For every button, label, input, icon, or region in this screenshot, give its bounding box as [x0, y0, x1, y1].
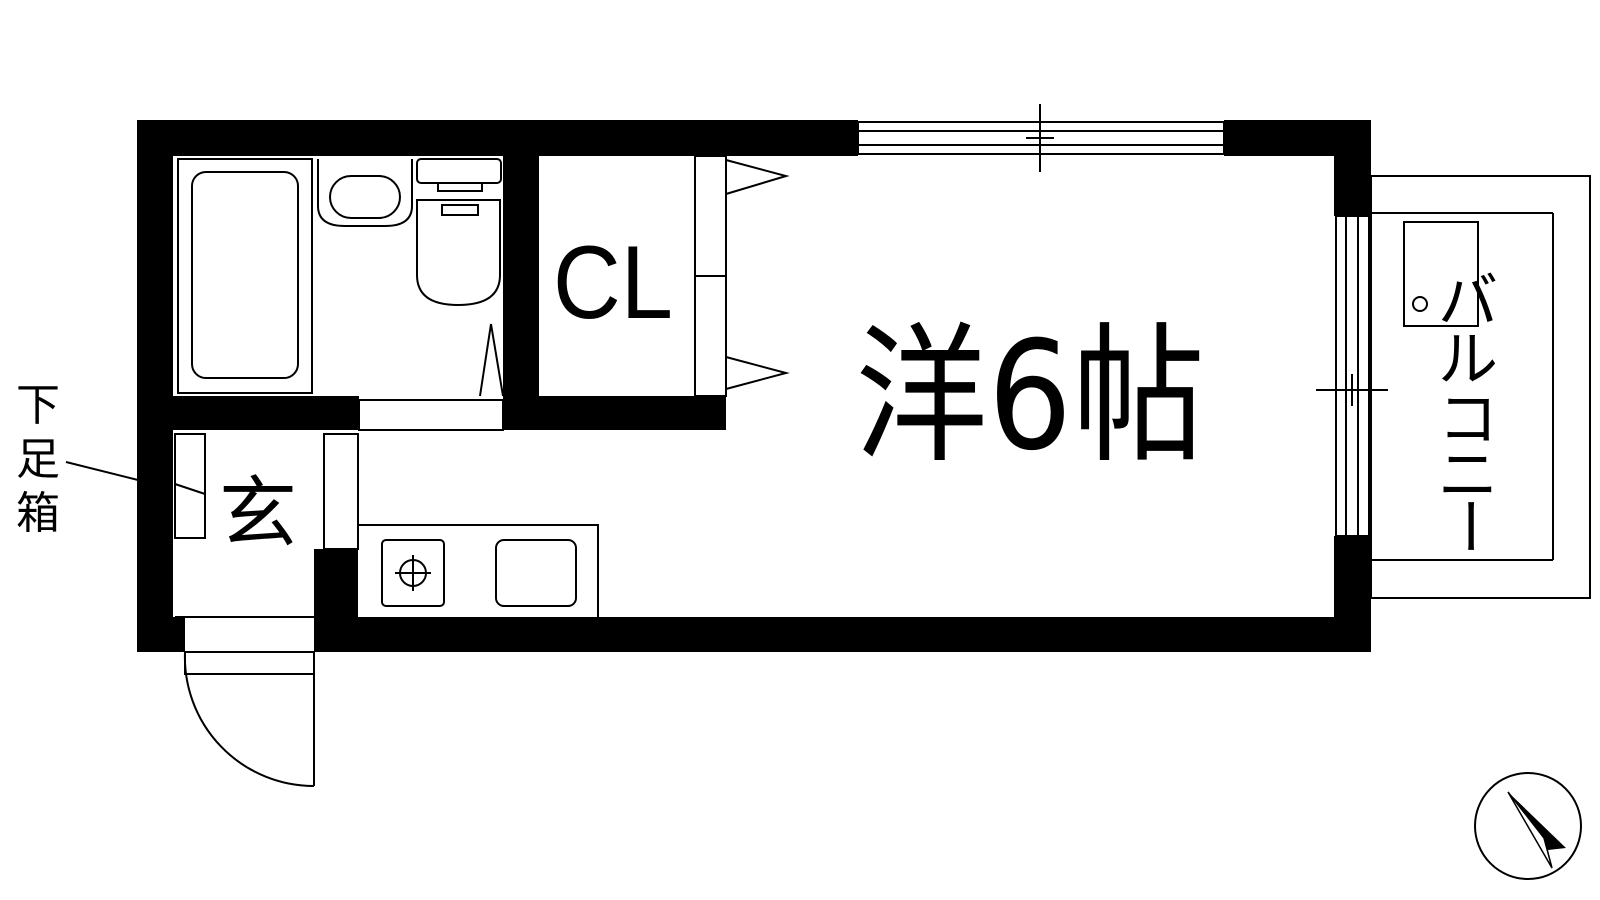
shoe-cabinet-char-3: 箱 — [16, 488, 60, 539]
closet-label: CL — [553, 225, 673, 341]
compass — [1474, 772, 1582, 880]
balcony-label: バ ル コ ニ ー — [1433, 267, 1503, 556]
top-window — [857, 104, 1225, 172]
shoe-cabinet-label: 下 足 箱 — [16, 380, 60, 539]
shoe-cabinet-char-1: 下 — [16, 380, 60, 431]
outer-walls — [137, 120, 1371, 652]
balcony — [1370, 175, 1591, 599]
entrance-step — [175, 433, 359, 618]
toilet — [416, 158, 502, 307]
right-window — [1316, 215, 1388, 537]
closet — [694, 155, 790, 397]
balcony-char-3: コ — [1438, 385, 1498, 455]
main-room-label: 洋6帖 — [855, 310, 1205, 484]
entrance-label: 玄 — [219, 469, 297, 559]
interior-walls — [173, 156, 726, 430]
shoe-cabinet-char-2: 足 — [16, 434, 60, 485]
balcony-char-1: バ — [1438, 267, 1498, 337]
balcony-char-4: ニ — [1438, 441, 1498, 511]
kitchen-counter — [358, 524, 599, 617]
bathtub — [177, 158, 313, 394]
shoe-cabinet — [174, 433, 206, 539]
entry-door — [183, 651, 315, 787]
balcony-char-2: ル — [1438, 325, 1498, 395]
shoe-cabinet-leader — [65, 461, 139, 481]
washbasin — [317, 159, 413, 227]
bathroom-door — [358, 323, 504, 431]
balcony-char-5: ー — [1433, 496, 1503, 556]
